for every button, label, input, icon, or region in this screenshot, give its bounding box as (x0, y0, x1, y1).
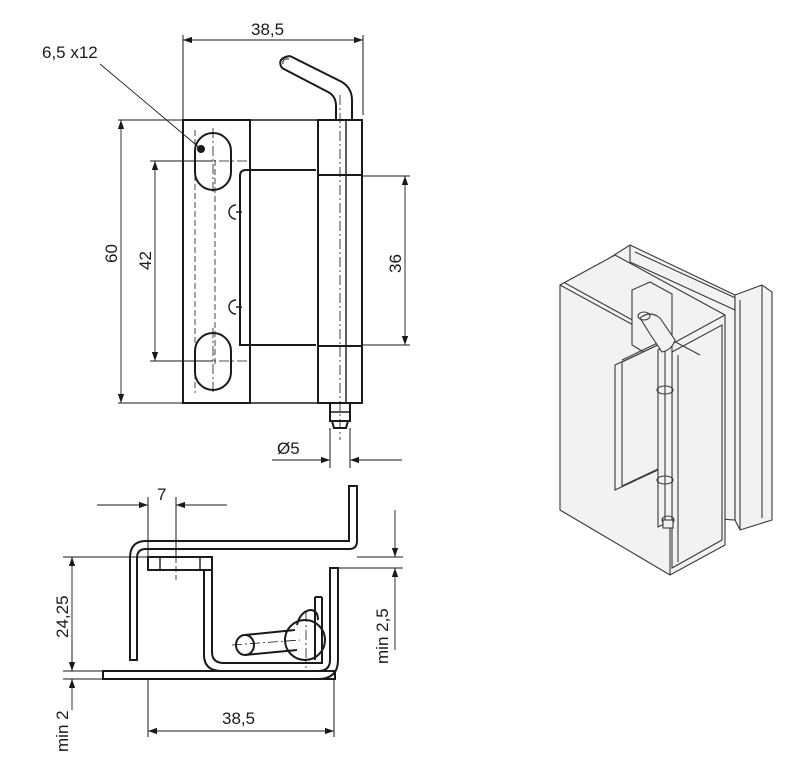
dim-pin-diameter: Ø5 (277, 439, 300, 458)
isometric-view (559, 244, 773, 576)
dim-height-total: 60 (102, 244, 121, 263)
dim-slot-spacing: 42 (136, 251, 155, 270)
dim-offset: 7 (157, 485, 166, 504)
dim-depth: 24,25 (53, 595, 72, 638)
top-knuckle (317, 119, 363, 176)
top-view (102, 485, 358, 680)
dim-leaf-height: 36 (386, 254, 405, 273)
dim-width-bottom: 38,5 (222, 709, 255, 728)
dim-clearance-bottom: min 2 (53, 710, 72, 752)
dim-width-top: 38,5 (251, 20, 284, 39)
dim-clearance-right: min 2,5 (373, 608, 392, 664)
front-view-dimensions: 38,5 6,5 x12 60 42 36 Ø5 (42, 20, 410, 468)
top-view-dimensions: 7 24,25 min 2 min 2,5 38,5 (53, 485, 403, 752)
mounting-plate (182, 119, 251, 404)
dim-slot-size: 6,5 x12 (42, 43, 98, 62)
